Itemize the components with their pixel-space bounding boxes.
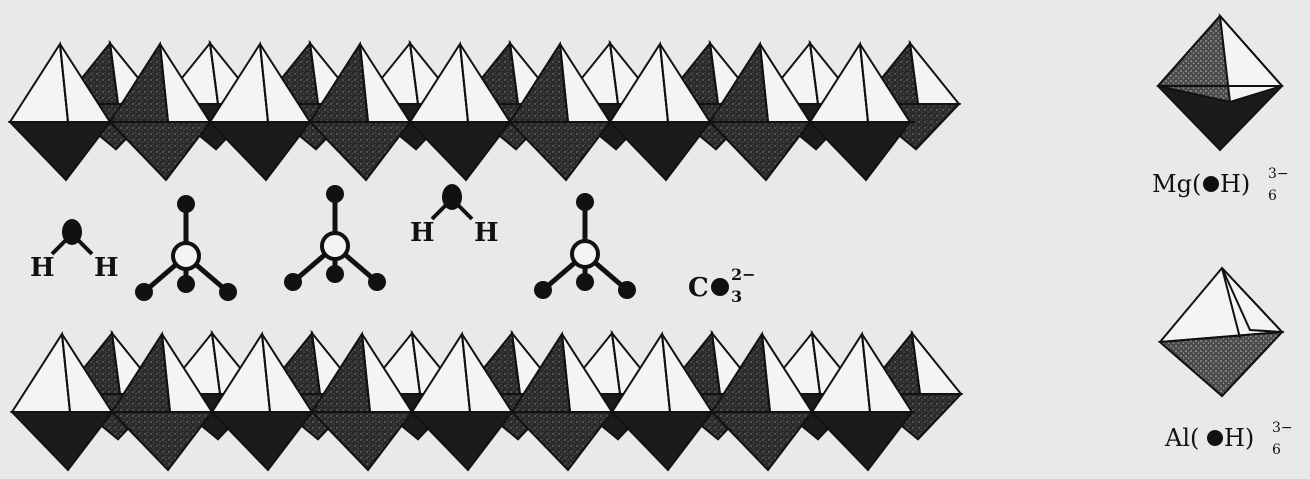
oxygen-atom <box>135 283 153 301</box>
bottom-layer-octahedron <box>809 331 915 472</box>
mg-formula: Mg( <box>1152 170 1201 198</box>
carbonate-ion <box>534 193 636 299</box>
oxygen-atom <box>326 185 344 203</box>
al-formula-tail: H) <box>1224 424 1254 452</box>
carbon-atom <box>171 241 201 271</box>
mg-formula-tail: H) <box>1220 170 1250 198</box>
hydroxide-layer-top <box>7 39 962 182</box>
top-layer-octahedron <box>407 41 513 182</box>
oxygen-atom <box>368 273 386 291</box>
carbonate-label: C <box>688 273 709 303</box>
oxygen-atom <box>618 281 636 299</box>
oxygen-atom <box>177 275 195 293</box>
hydroxide-layer-bottom <box>9 329 964 472</box>
carbonate-subscript: 3 <box>731 287 742 306</box>
oxygen-atom <box>284 273 302 291</box>
water-hydrogen-label: H <box>30 253 55 283</box>
top-layer-octahedron <box>507 41 613 182</box>
al-formula-sup: 3− <box>1272 420 1293 436</box>
oxygen-atom <box>576 273 594 291</box>
oxygen-atom <box>576 193 594 211</box>
bottom-layer-octahedron <box>9 331 115 472</box>
carbon-atom <box>320 231 350 261</box>
water-oxygen-atom <box>442 184 462 210</box>
water-oxygen-atom <box>62 219 82 245</box>
bottom-layer-octahedron <box>609 331 715 472</box>
al-formula-sub: 6 <box>1272 442 1281 458</box>
mg-formula-sup: 3− <box>1268 166 1289 182</box>
mg-oxygen-glyph <box>1203 176 1219 192</box>
oxygen-atom <box>219 283 237 301</box>
bottom-layer-octahedron <box>509 331 615 472</box>
bottom-layer-octahedron <box>409 331 515 472</box>
top-layer-octahedron <box>207 41 313 182</box>
water-hydrogen-label: H <box>94 253 119 283</box>
carbonate-superscript: 2− <box>731 265 756 284</box>
mg-octahedron-icon <box>1156 12 1284 152</box>
top-layer-octahedron <box>307 41 413 182</box>
mg-formula-sub: 6 <box>1268 188 1277 204</box>
oxygen-atom <box>534 281 552 299</box>
carbon-atom <box>570 239 600 269</box>
carbonate-ion <box>135 195 237 301</box>
water-hydrogen-label: H <box>474 218 499 248</box>
top-layer-octahedron <box>107 41 213 182</box>
top-layer-octahedron <box>707 41 813 182</box>
oxygen-atom <box>326 265 344 283</box>
legend: Mg( H) 6 3− Al( H) 6 3− <box>1152 12 1293 458</box>
oxygen-atom <box>177 195 195 213</box>
carbonate-oxygen-glyph <box>711 278 729 296</box>
al-oxygen-glyph <box>1207 430 1223 446</box>
water-hydrogen-label: H <box>410 218 435 248</box>
al-formula: Al( <box>1164 424 1199 452</box>
carbonate-ion <box>284 185 386 291</box>
al-octahedron-icon <box>1157 266 1285 398</box>
